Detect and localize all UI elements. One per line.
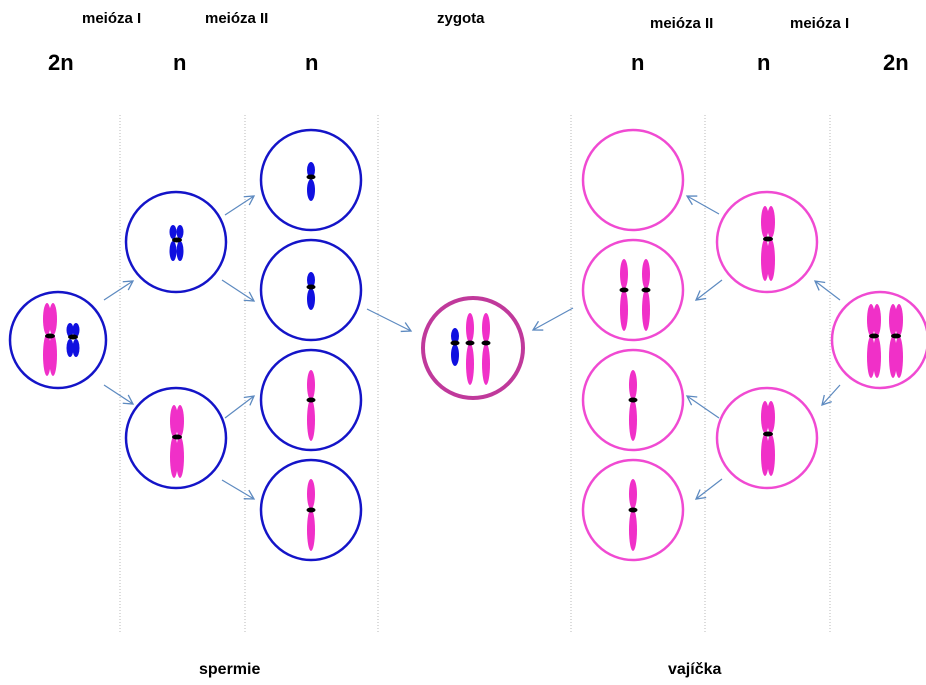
cell-sperm-n-bottom bbox=[124, 386, 228, 490]
cell-zygote bbox=[421, 296, 525, 400]
chromosome-pink bbox=[43, 303, 57, 376]
cell-egg-2n bbox=[830, 290, 926, 390]
arrow bbox=[103, 280, 135, 301]
arrow bbox=[685, 395, 720, 419]
arrow bbox=[685, 195, 720, 215]
arrow bbox=[221, 279, 256, 302]
cell-sperm-2n bbox=[8, 290, 108, 390]
cell-egg-1 bbox=[581, 128, 685, 232]
arrow bbox=[694, 279, 723, 301]
ploidy-right-n2: n bbox=[631, 50, 644, 75]
label-meiosis1-left: meióza I bbox=[82, 10, 141, 27]
chromosome-pink bbox=[170, 405, 184, 478]
arrow bbox=[224, 195, 256, 216]
cell-egg-n-bottom bbox=[715, 386, 819, 490]
arrow bbox=[103, 384, 135, 405]
cell-sperm-2 bbox=[259, 238, 363, 342]
cell-sperm-3 bbox=[259, 348, 363, 452]
arrow bbox=[221, 479, 256, 500]
arrow bbox=[531, 307, 574, 331]
cell-sperm-4 bbox=[259, 458, 363, 562]
arrow bbox=[821, 384, 841, 406]
cell-egg-2 bbox=[581, 238, 685, 342]
label-meiosis1-right: meióza I bbox=[790, 15, 849, 32]
ploidy-right-2n: 2n bbox=[883, 50, 909, 75]
chromosome-blue bbox=[66, 323, 80, 357]
ploidy-right-n1: n bbox=[757, 50, 770, 75]
ploidy-left-n1: n bbox=[173, 50, 186, 75]
column-dividers bbox=[119, 115, 831, 632]
cell-egg-n-top bbox=[715, 190, 819, 294]
chromosome-blue bbox=[169, 225, 184, 261]
label-meiosis2-right: meióza II bbox=[650, 15, 713, 32]
label-sperm: spermie bbox=[199, 661, 260, 678]
ploidy-left-2n: 2n bbox=[48, 50, 74, 75]
ploidy-left-n2: n bbox=[305, 50, 318, 75]
label-eggs: vajíčka bbox=[668, 661, 721, 678]
arrow bbox=[366, 308, 413, 333]
arrows bbox=[103, 195, 841, 500]
cell-sperm-1 bbox=[259, 128, 363, 232]
arrow bbox=[224, 395, 256, 419]
label-zygote: zygota bbox=[437, 10, 485, 27]
cell-egg-3 bbox=[581, 348, 685, 452]
cell-sperm-n-top bbox=[124, 190, 228, 294]
cell-egg-4 bbox=[581, 458, 685, 562]
arrow bbox=[813, 280, 841, 301]
arrow bbox=[694, 478, 723, 500]
label-meiosis2-left: meióza II bbox=[205, 10, 268, 27]
